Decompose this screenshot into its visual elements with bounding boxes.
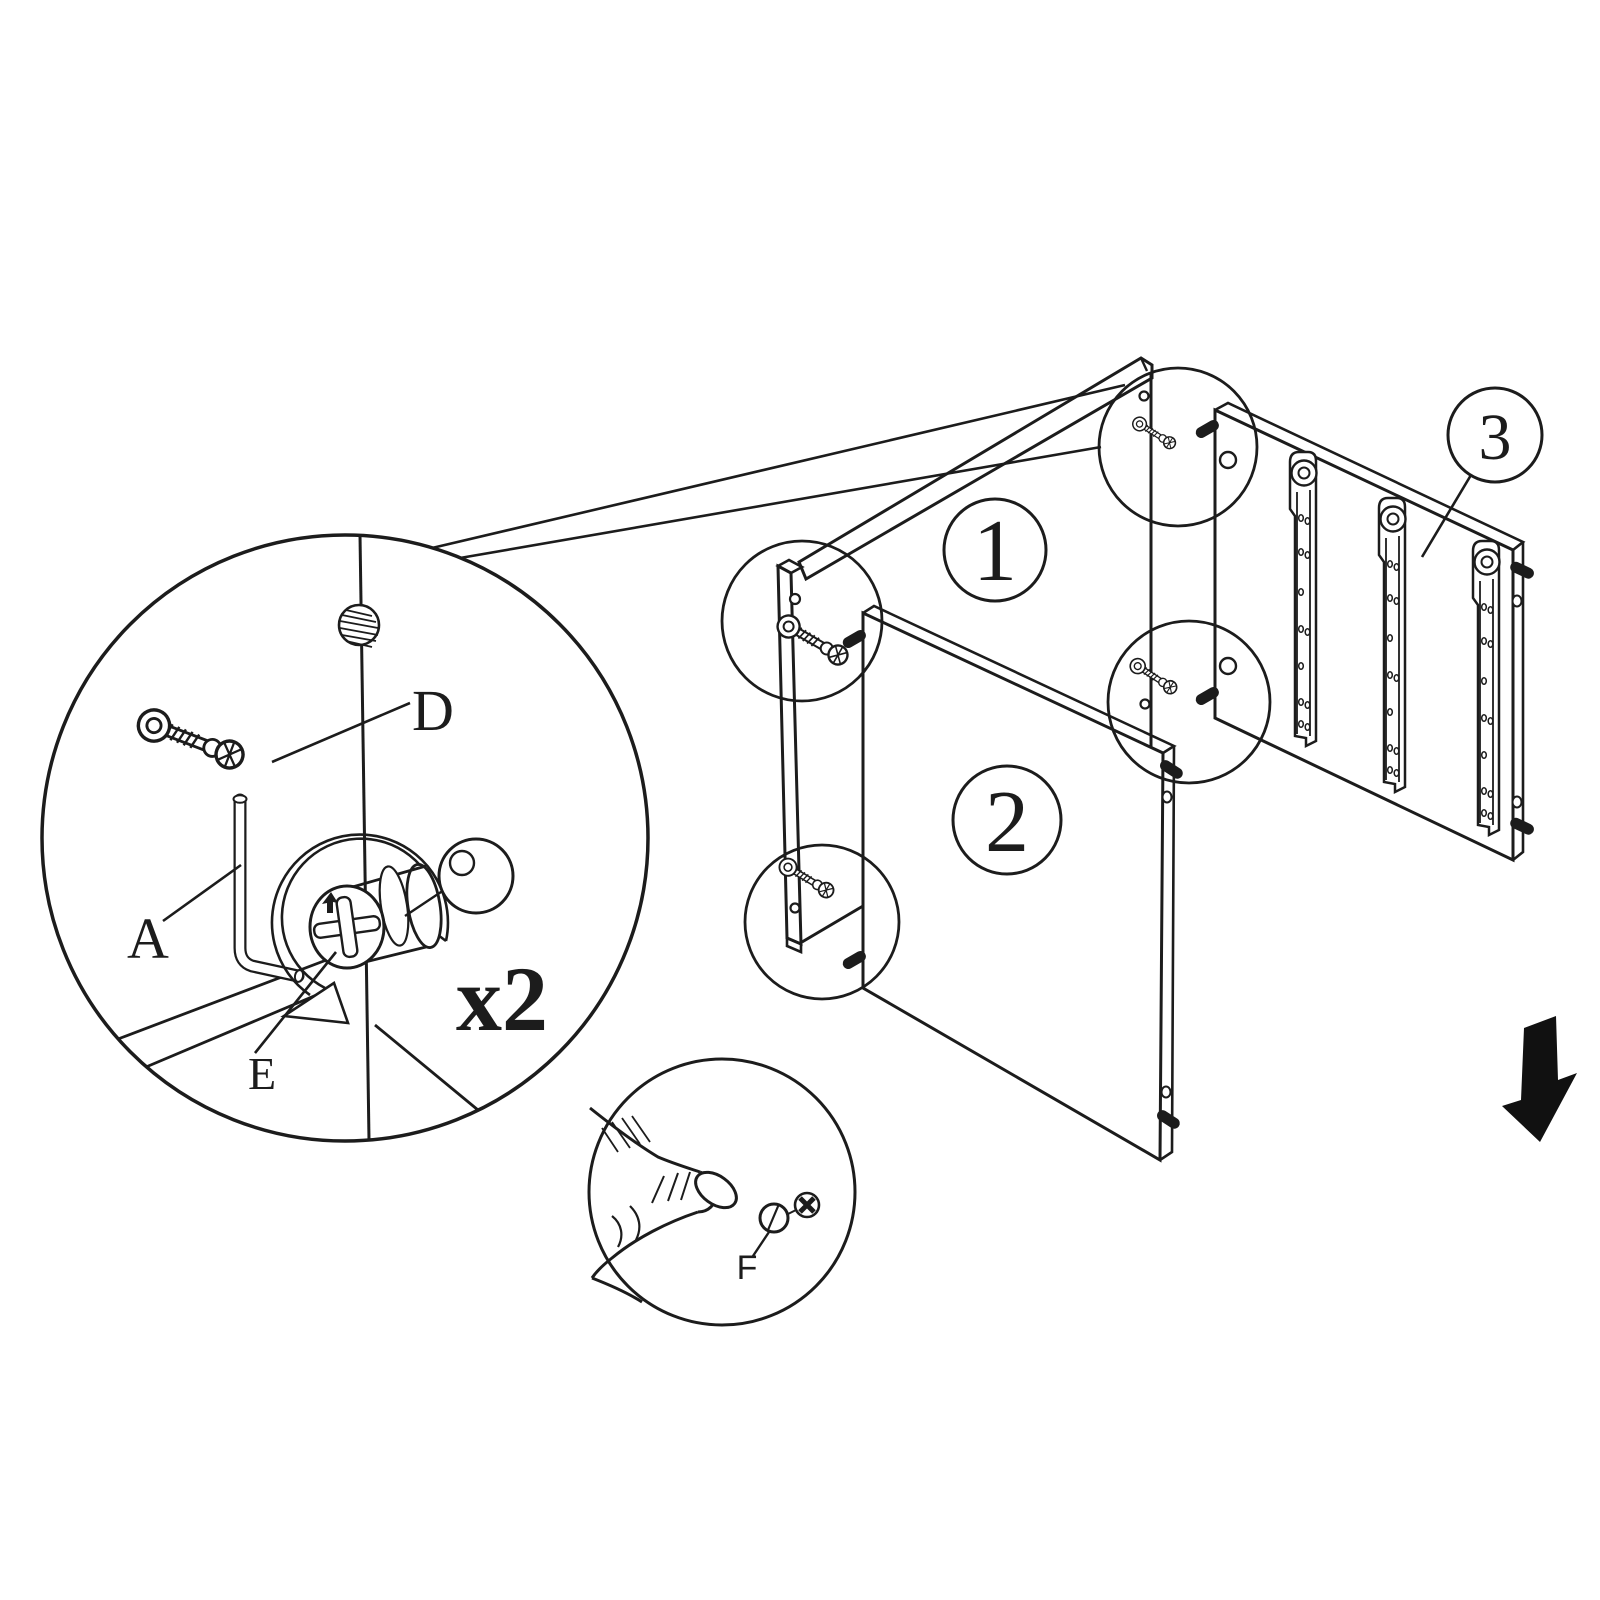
hand-icon [589, 1106, 738, 1304]
badge-panel-3 [1446, 386, 1544, 484]
drawer-slide-icon [1377, 496, 1407, 794]
dowel-peg-icon [1516, 823, 1529, 829]
label-e-leader-line [253, 951, 338, 1054]
label-cam-lock: E [248, 1048, 276, 1099]
cam-hole [1218, 450, 1238, 470]
label-press-cap: F [737, 1249, 758, 1287]
screw-icon [793, 1191, 821, 1219]
dowel-hole [1511, 795, 1523, 809]
dowel-peg-icon [1516, 567, 1529, 573]
hardware-detail-magnifier: D A [40, 533, 650, 1143]
label-cam-bolt: D [412, 678, 454, 743]
detail-circle [1106, 619, 1272, 785]
label-d-leader-line [271, 701, 411, 764]
drawer-slide-icon [1471, 539, 1501, 837]
dowel-peg-icon [1201, 693, 1213, 700]
cover-cap-icon [404, 837, 515, 917]
press-cap-icon [758, 1202, 797, 1234]
down-arrow-icon [1502, 1016, 1577, 1142]
detail-circle [743, 843, 901, 1001]
badge-panel-1-number: 1 [973, 503, 1017, 600]
panel-edge-line [145, 986, 334, 1069]
drawer-slide-icon [1288, 450, 1318, 748]
cam-lock-icon [308, 863, 443, 970]
dowel-peg-icon [1201, 426, 1213, 433]
panel-edge-line [374, 1023, 479, 1112]
label-f-leader-line [752, 1231, 770, 1257]
dowel-hole [789, 902, 801, 914]
badge-panel-2-number: 2 [985, 774, 1029, 871]
dowel-hole [788, 592, 802, 606]
badge-3-leader-line [1420, 474, 1473, 558]
dowel-hole [1160, 1085, 1172, 1099]
dowel-peg-icon [1166, 766, 1178, 774]
dowel-hole [1138, 390, 1150, 402]
dowel-hole [1139, 698, 1151, 710]
knurled-knob-icon [337, 603, 381, 648]
cam-hole [1218, 656, 1238, 676]
detail-circle [587, 1057, 857, 1327]
dowel-hole [1161, 790, 1173, 804]
label-allen-key: A [127, 906, 169, 971]
press-cap-detail: F [587, 1057, 857, 1327]
badge-panel-2 [951, 764, 1063, 876]
allen-key-icon [232, 793, 305, 983]
panel-3-side [1201, 401, 1529, 863]
panel-2-bottom [848, 604, 1178, 1163]
label-a-leader-line [162, 863, 242, 923]
cam-bolt-icon [134, 705, 248, 774]
dowel-peg-icon [848, 636, 860, 643]
fingernail [694, 1170, 738, 1210]
dowel-peg-icon [848, 957, 860, 964]
quantity-note: x2 [456, 948, 548, 1050]
dowel-hole [1511, 594, 1523, 608]
badge-panel-3-number: 3 [1479, 401, 1512, 474]
detail-circle [1097, 366, 1259, 528]
badge-panel-1 [942, 497, 1048, 603]
part-badges: 1 2 3 [942, 386, 1544, 876]
dowel-peg-icon [1163, 1116, 1175, 1124]
magnifier-leader-lines [431, 383, 1126, 560]
detail-circle [720, 539, 884, 703]
joint-detail-circles [720, 366, 1272, 1001]
magnifier-circle [40, 533, 650, 1143]
